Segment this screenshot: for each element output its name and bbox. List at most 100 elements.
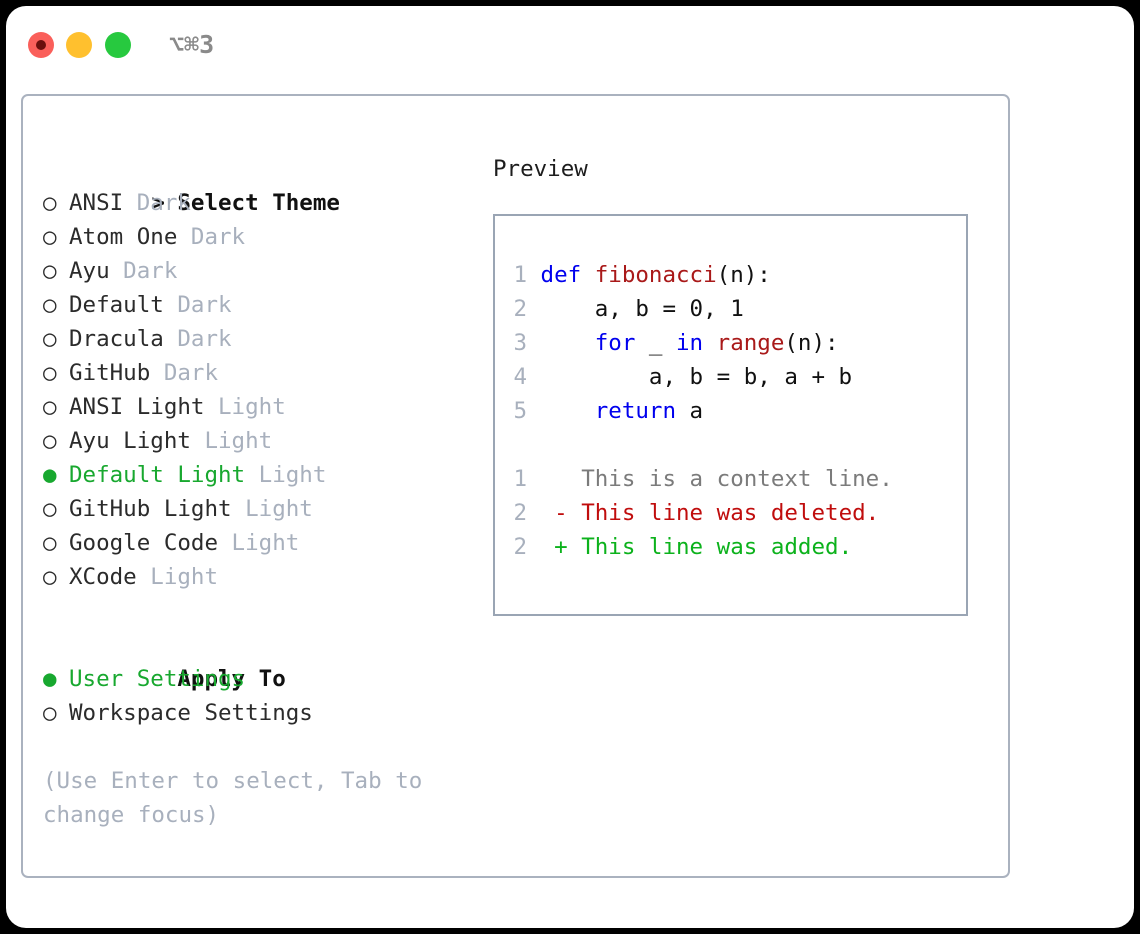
code-line: 3 for _ in range(n): (513, 326, 966, 360)
theme-option-google-code[interactable]: ○ Google Code Light (43, 526, 483, 560)
code-token (527, 262, 541, 288)
title-bar: ⌥⌘3 (6, 6, 1134, 84)
theme-option-ansi[interactable]: ○ ANSI Dark (43, 186, 483, 220)
apply-to-title: Apply To (177, 666, 286, 692)
theme-variant-tag: Light (231, 496, 313, 522)
theme-option-ansi-light[interactable]: ○ANSI Light Light (43, 390, 483, 424)
apply-to-header: Apply To (43, 628, 483, 692)
radio-selected-icon: ● (43, 462, 57, 488)
theme-option-label: ANSI Light (69, 394, 205, 420)
theme-option-atom-one[interactable]: ○Atom One Dark (43, 220, 483, 254)
radio-selected-icon: ● (43, 666, 57, 692)
theme-option-list: ○ANSI Dark○Atom One Dark○Ayu Dark○Defaul… (43, 186, 483, 594)
theme-option-label: Ayu (69, 258, 110, 284)
code-token: (n): (784, 330, 839, 356)
radio-unselected-icon: ○ (43, 700, 57, 726)
apply-to-option-list: ● User Settings ○ Workspace Settings (43, 662, 483, 730)
code-token: for (594, 330, 636, 356)
code-token (703, 330, 717, 356)
code-token: a, b = b, a + b (527, 364, 853, 390)
theme-variant-tag: Dark (177, 224, 246, 250)
radio-unselected-icon: ○ (43, 360, 57, 386)
code-line: 5 return a (513, 394, 966, 428)
theme-option-label: ANSI (69, 190, 124, 216)
line-number: 1 (513, 466, 527, 492)
theme-option-label: XCode (69, 564, 137, 590)
theme-option-ayu[interactable]: ○Ayu Dark (43, 254, 483, 288)
theme-variant-tag: Light (245, 462, 327, 488)
theme-option-label: GitHub (69, 360, 151, 386)
theme-option-label: Default (69, 292, 164, 318)
select-theme-title: Select Theme (177, 190, 340, 216)
line-number: 2 (513, 500, 527, 526)
close-button-icon[interactable] (28, 32, 54, 58)
preview-title: Preview (493, 156, 588, 182)
code-token (581, 262, 595, 288)
diff-marker: - (527, 500, 582, 526)
apply-to-option-label: Workspace Settings (69, 700, 313, 726)
theme-variant-tag: Light (218, 530, 300, 556)
diff-marker: + (527, 534, 582, 560)
apply-to-option-label: User Settings (69, 666, 246, 692)
line-number: 1 (513, 262, 527, 288)
code-token: a, b = 0, 1 (527, 296, 744, 322)
theme-variant-tag: Light (136, 564, 219, 590)
radio-unselected-icon: ○ (43, 428, 57, 454)
diff-line: 1 This is a context line. (513, 462, 966, 496)
minimize-button-icon[interactable] (66, 32, 92, 58)
code-token: a (676, 398, 704, 424)
theme-variant-tag: Light (190, 428, 273, 454)
line-number: 2 (513, 296, 527, 322)
theme-option-label: Dracula (69, 326, 164, 352)
theme-option-label: Google Code (69, 530, 219, 556)
theme-option-default[interactable]: ○ Default Dark (43, 288, 483, 322)
theme-option-label: Default Light (69, 462, 246, 488)
diff-text: This is a context line. (581, 466, 893, 492)
apply-to-option-workspace-settings[interactable]: ○ Workspace Settings (43, 696, 483, 730)
radio-unselected-icon: ○ (43, 292, 57, 318)
prompt-caret-icon: > (151, 190, 165, 216)
code-token: in (676, 330, 704, 356)
line-number: 3 (513, 330, 527, 356)
theme-selector-column: >Select Theme ○ANSI Dark○Atom One Dark○A… (43, 152, 483, 832)
preview-gap (513, 428, 966, 462)
theme-option-xcode[interactable]: ○ XCode Light (43, 560, 483, 594)
content-panel: >Select Theme ○ANSI Dark○Atom One Dark○A… (21, 94, 1010, 878)
theme-variant-tag: Dark (150, 360, 219, 386)
theme-option-label: GitHub Light (69, 496, 232, 522)
radio-unselected-icon: ○ (43, 394, 57, 420)
code-line: 4 a, b = b, a + b (513, 360, 966, 394)
theme-option-dracula[interactable]: ○Dracula Dark (43, 322, 483, 356)
radio-unselected-icon: ○ (43, 530, 57, 556)
radio-unselected-icon: ○ (43, 190, 57, 216)
code-token: def (540, 262, 582, 288)
diff-sample: 1 This is a context line.2 - This line w… (513, 462, 966, 564)
theme-option-github[interactable]: ○ GitHub Dark (43, 356, 483, 390)
diff-text: This line was added. (581, 534, 853, 560)
radio-unselected-icon: ○ (43, 564, 57, 590)
keyboard-shortcut-label: ⌥⌘3 (169, 30, 215, 59)
maximize-button-icon[interactable] (105, 32, 131, 58)
theme-option-label: Ayu Light (69, 428, 191, 454)
code-token: return (594, 398, 677, 424)
theme-variant-tag: Dark (163, 292, 232, 318)
apply-to-option-user-settings[interactable]: ● User Settings (43, 662, 483, 696)
keyboard-hint-text: (Use Enter to select, Tab to change focu… (43, 768, 436, 828)
theme-option-ayu-light[interactable]: ○ Ayu Light Light (43, 424, 483, 458)
code-token: range (716, 330, 785, 356)
app-window: ⌥⌘3 >Select Theme ○ANSI Dark○Atom One Da… (6, 6, 1134, 928)
theme-option-default-light[interactable]: ● Default Light Light (43, 458, 483, 492)
radio-unselected-icon: ○ (43, 496, 57, 522)
preview-column: Preview 1 def fibonacci(n):2 a, b = 0, 1… (493, 152, 993, 616)
code-line: 1 def fibonacci(n): (513, 258, 966, 292)
code-line: 2 a, b = 0, 1 (513, 292, 966, 326)
theme-option-github-light[interactable]: ○ GitHub Light Light (43, 492, 483, 526)
select-theme-header: > Select Theme (43, 152, 483, 216)
theme-variant-tag: Dark (163, 326, 232, 352)
code-token: _ (635, 330, 677, 356)
theme-variant-tag: Dark (123, 190, 191, 216)
theme-variant-tag: Dark (109, 258, 178, 284)
diff-line: 2 - This line was deleted. (513, 496, 966, 530)
